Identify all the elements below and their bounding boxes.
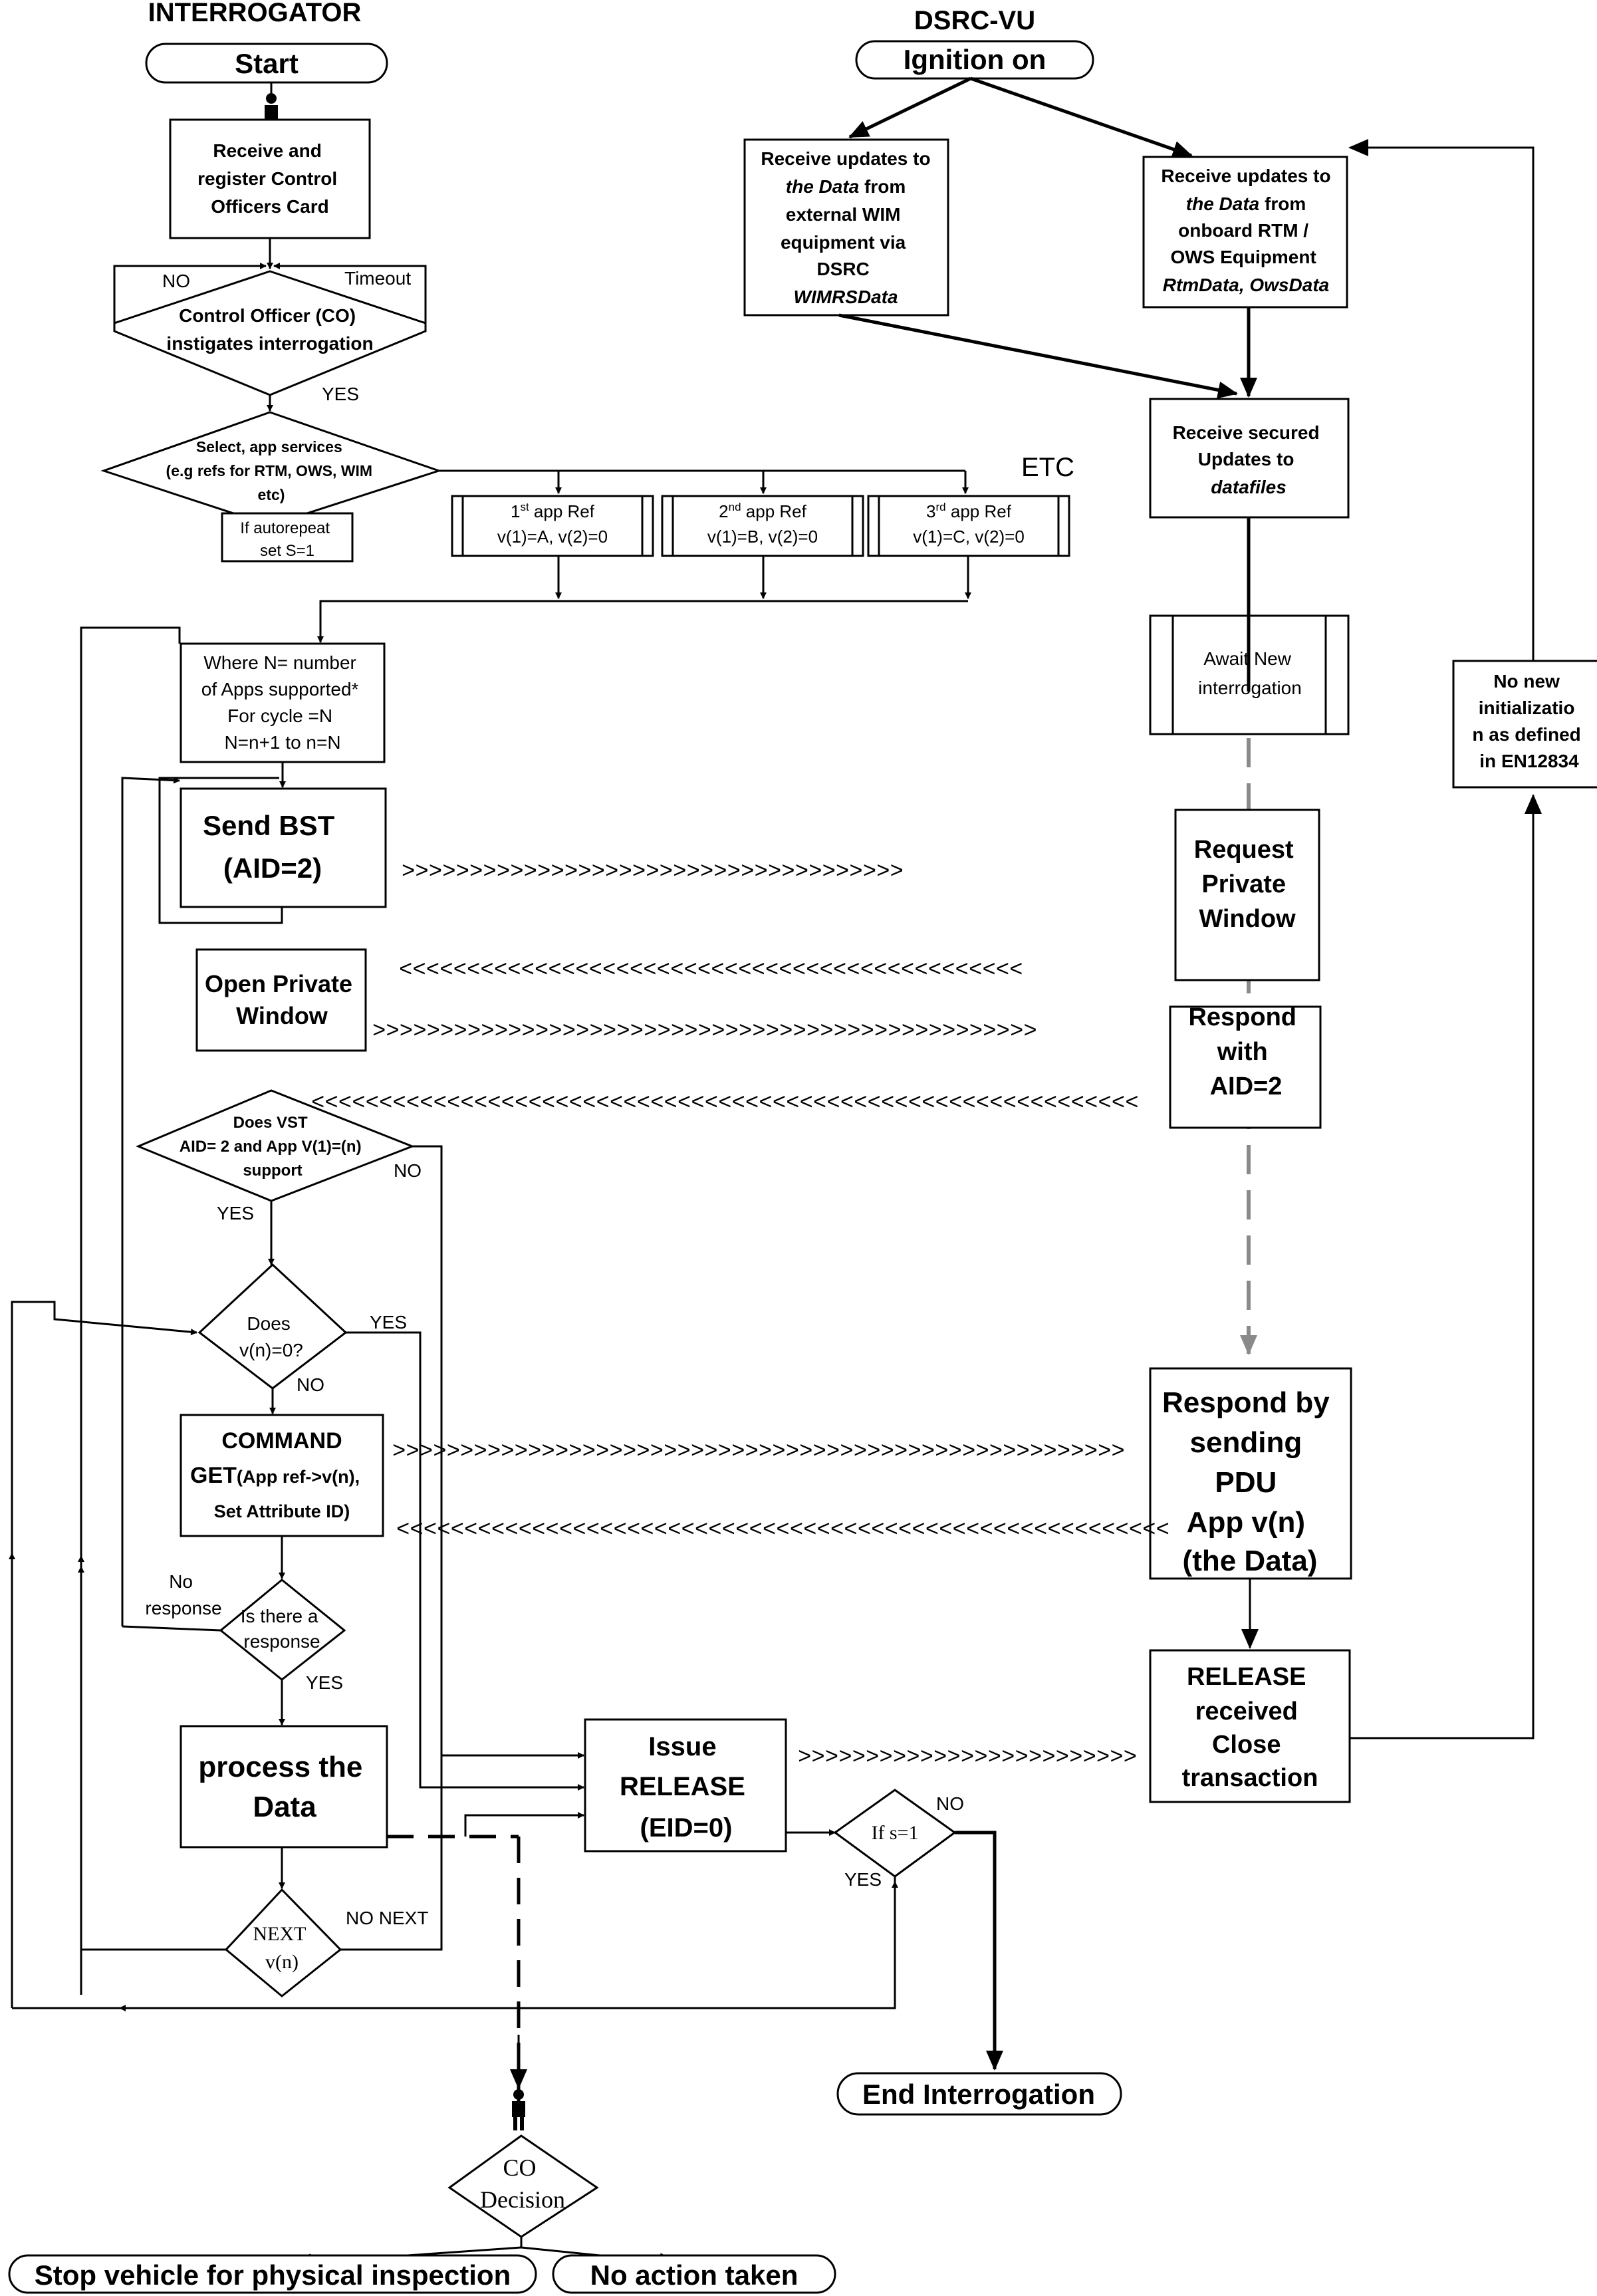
- app-ref-title: 2nd app Ref: [719, 501, 806, 521]
- start-label: Start: [235, 48, 299, 79]
- app-ref-box: [451, 495, 654, 557]
- end-terminal: [836, 2072, 1122, 2116]
- msg-respond-pdu: <<<<<<<<<<<<<<<<<<<<<<<<<<<<<<<<<<<<<<<<…: [396, 1518, 1169, 1543]
- send-bst-text: Send BST (AID=2): [203, 810, 342, 884]
- vn-yes-label: YES: [370, 1312, 407, 1333]
- ignition-label: Ignition on: [904, 44, 1046, 75]
- no-action-label: No action taken: [590, 2259, 798, 2291]
- wim-updates-text: Receive updates to: [761, 148, 930, 169]
- vn-zero-text: Does v(n)=0?: [239, 1313, 303, 1360]
- msg-request-private: <<<<<<<<<<<<<<<<<<<<<<<<<<<<<<<<<<<<<<<<…: [399, 958, 1023, 983]
- autorepeat-box: [221, 512, 354, 563]
- response-text: Is there a response: [241, 1606, 324, 1652]
- open-private-text: Open Private Window: [205, 970, 359, 1029]
- msg-command-get: >>>>>>>>>>>>>>>>>>>>>>>>>>>>>>>>>>>>>>>>…: [392, 1440, 1125, 1465]
- app-ref-values: v(1)=B, v(2)=0: [707, 527, 818, 547]
- request-private-box: [1174, 809, 1320, 981]
- co-instigates-text: Control Officer (CO) instigates interrog…: [166, 305, 373, 354]
- select-services-text: Select, app services (e.g refs for RTM, …: [166, 438, 377, 503]
- vst-no-label: NO: [394, 1160, 422, 1181]
- respond-aid-box: [1169, 1005, 1322, 1129]
- request-private-text: Request Private Window: [1194, 836, 1300, 933]
- rtm-updates-box: [1142, 156, 1348, 309]
- no-action-terminal: [552, 2254, 836, 2294]
- no-next-label: NO NEXT: [346, 1908, 428, 1928]
- interrogator-header: INTERROGATOR: [148, 0, 362, 27]
- secured-updates-text: Receive secured Updates to datafiles: [1173, 422, 1325, 497]
- issue-release-text: Issue RELEASE (EID=0): [620, 1732, 753, 1843]
- response-yes-label: YES: [306, 1672, 343, 1693]
- msg-send-bst: >>>>>>>>>>>>>>>>>>>>>>>>>>>>>>>>>>>>>: [402, 860, 904, 885]
- app-refs-group: 1st app Ref v(1)=A, v(2)=0 2nd app Ref v(1)…: [451, 495, 1070, 557]
- process-data-box: [180, 1725, 388, 1849]
- co-yes-label: YES: [322, 384, 359, 404]
- next-vn-decision: [224, 1888, 342, 1997]
- process-data-text: process the Data: [198, 1751, 370, 1823]
- response-decision: [219, 1579, 346, 1681]
- rtm-updates-rest: onboard RTM / OWS Equipment RtmData, Ows…: [1163, 220, 1330, 295]
- command-get-line3: Set Attribute ID): [214, 1501, 350, 1521]
- release-received-text: RELEASE received Close transaction: [1182, 1663, 1318, 1792]
- app-ref-title: 1st app Ref: [511, 501, 595, 521]
- if-s1-text: If s=1: [871, 1822, 918, 1844]
- no-new-init-text: No new initializatio n as defined in EN1…: [1472, 671, 1586, 771]
- secured-updates-box: [1149, 398, 1350, 519]
- register-card-box: [169, 118, 371, 239]
- co-no-label: NO: [162, 271, 190, 291]
- end-label: End Interrogation: [862, 2079, 1095, 2110]
- rtm-updates-line2: the Data from: [1186, 193, 1306, 214]
- send-bst-box: [180, 787, 387, 908]
- app-ref-box: [867, 495, 1070, 557]
- no-new-init-box: [1452, 660, 1597, 789]
- command-get-box: [180, 1414, 384, 1537]
- app-ref-title: 3rd app Ref: [926, 501, 1012, 521]
- person-icon-bottom: [512, 2089, 525, 2130]
- next-vn-text: NEXT v(n): [253, 1923, 311, 1973]
- app-ref-values: v(1)=A, v(2)=0: [497, 527, 608, 547]
- autorepeat-text: If autorepeat set S=1: [240, 519, 334, 560]
- no-response-label: No response: [145, 1571, 221, 1618]
- command-get-text: COMMAND: [221, 1428, 342, 1454]
- rtm-updates-text: Receive updates to: [1161, 166, 1330, 186]
- etc-label: ETC: [1021, 453, 1074, 482]
- stop-vehicle-terminal: [8, 2254, 537, 2294]
- app-ref-values: v(1)=C, v(2)=0: [913, 527, 1025, 547]
- cycle-box: [180, 642, 386, 763]
- vst-support-text: Does VST AID= 2 and App V(1)=(n) support: [180, 1114, 366, 1180]
- release-received-box: [1149, 1649, 1351, 1803]
- co-timeout-label: Timeout: [344, 268, 411, 289]
- dsrc-vu-header: DSRC-VU: [914, 6, 1035, 35]
- register-card-text: Receive and register Control Officers Ca…: [197, 140, 342, 217]
- issue-release-box: [584, 1718, 787, 1852]
- respond-pdu-text: Respond by sending PDU App v(n) (the Dat…: [1162, 1386, 1338, 1577]
- respond-aid-text: Respond with AID=2: [1188, 1003, 1303, 1100]
- command-get-line2: GET(App ref->v(n),: [190, 1463, 360, 1488]
- msg-open-private: >>>>>>>>>>>>>>>>>>>>>>>>>>>>>>>>>>>>>>>>…: [372, 1019, 1037, 1045]
- wim-updates-rest: external WIM equipment via DSRC WIMRSDat…: [781, 204, 911, 307]
- msg-respond-aid: <<<<<<<<<<<<<<<<<<<<<<<<<<<<<<<<<<<<<<<<…: [311, 1091, 1139, 1116]
- app-ref-box: [661, 495, 864, 557]
- open-private-box: [195, 948, 367, 1052]
- co-decision-text: CO Decision: [480, 2154, 565, 2213]
- start-terminal: [145, 43, 388, 84]
- s1-yes-label: YES: [844, 1869, 882, 1890]
- vst-yes-label: YES: [217, 1203, 254, 1223]
- cycle-text: Where N= number of Apps supported* For c…: [201, 652, 364, 753]
- s1-no-label: NO: [936, 1793, 964, 1814]
- msg-issue-release: >>>>>>>>>>>>>>>>>>>>>>>>>: [798, 1745, 1137, 1771]
- wim-updates-line2: the Data from: [786, 176, 906, 197]
- vn-no-label: NO: [297, 1374, 324, 1395]
- stop-vehicle-label: Stop vehicle for physical inspection: [35, 2259, 511, 2291]
